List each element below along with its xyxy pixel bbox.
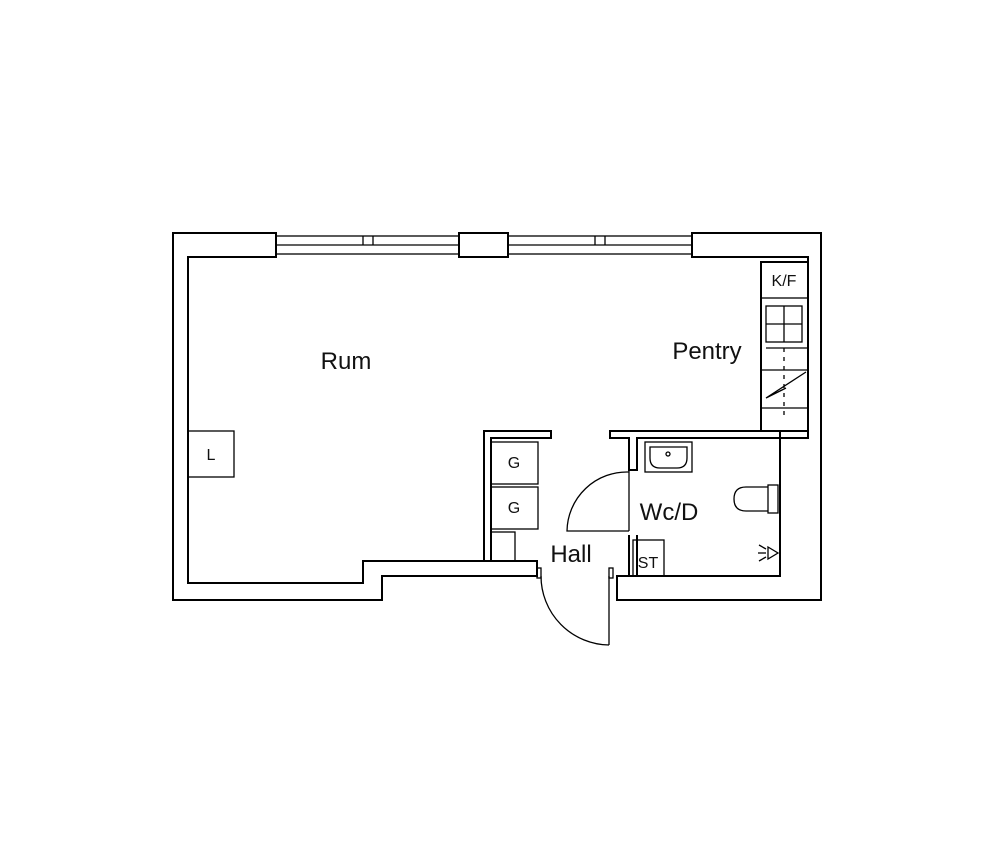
door-bathroom: [566, 470, 630, 532]
window-pillar: [458, 232, 509, 258]
storage-closet: [632, 539, 665, 577]
room-label-wcd: Wc/D: [640, 499, 699, 526]
windows: [275, 235, 693, 255]
fixture-label-st: ST: [638, 555, 659, 572]
room-label-rum: Rum: [321, 348, 372, 375]
room-label-pentry: Pentry: [672, 338, 741, 365]
washbasin-icon: [644, 441, 693, 473]
pentry-counter: [760, 261, 809, 432]
room-label-hall: Hall: [550, 541, 591, 568]
wardrobe-2: [490, 486, 539, 530]
fixture-label-g2: G: [508, 500, 520, 517]
toilet-icon: [733, 484, 779, 514]
fridge-freezer: [760, 261, 809, 299]
sink-icon: [761, 371, 808, 409]
interior-walls: [483, 430, 781, 577]
outer-walls: [172, 232, 822, 601]
door-entrance: [536, 567, 614, 646]
fixture-label-l: L: [207, 447, 216, 464]
wardrobes: [490, 441, 539, 562]
wardrobe-1: [490, 441, 539, 485]
wardrobe-small: [490, 531, 516, 562]
shower-icon: [758, 544, 780, 562]
fixture-label-kf: K/F: [772, 273, 797, 290]
linen-closet: [187, 430, 235, 478]
fixture-label-g1: G: [508, 455, 520, 472]
